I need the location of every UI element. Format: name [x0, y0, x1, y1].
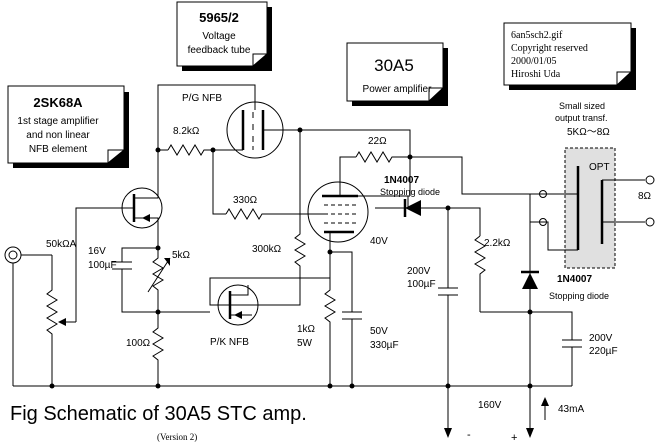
note-30a5-line-1: Power amplifier	[363, 84, 433, 95]
label-c200a-a: 200V	[407, 266, 431, 277]
capacitor-16v: 16V 100µF	[88, 246, 158, 313]
label-100: 100Ω	[126, 338, 151, 349]
label-minus: -	[467, 429, 471, 441]
input-jack	[4, 246, 52, 386]
label-d2-desc: Stopping diode	[549, 291, 609, 301]
wire-gate	[75, 207, 123, 322]
label-c50-a: 50V	[370, 326, 388, 337]
resistor-300k	[228, 130, 306, 306]
label-c200a-b: 100µF	[407, 279, 436, 290]
file-note-line-2: Copyright reserved	[511, 43, 588, 54]
wire-drain	[157, 149, 168, 180]
resistor-8k2	[167, 144, 224, 156]
label-volume: 50kΩA	[46, 239, 77, 250]
label-160v: 160V	[478, 400, 502, 411]
wire-cathode-cap	[330, 251, 353, 312]
output-terminal-1	[645, 175, 655, 185]
label-opt-b: output transf.	[555, 113, 608, 123]
label-c16-a: 16V	[88, 246, 106, 257]
label-2k2: 2.2kΩ	[484, 238, 511, 249]
resistor-100: 100Ω	[126, 312, 164, 386]
label-out-8: 8Ω	[638, 191, 652, 202]
output-terminal-2	[645, 217, 655, 227]
wire-opt-primary	[410, 156, 530, 195]
file-note-line-3: 2000/01/05	[511, 56, 557, 67]
label-plus: +	[511, 432, 517, 444]
wire-plate-out	[407, 195, 410, 208]
label-5w: 5W	[297, 338, 313, 349]
label-d1-desc: Stopping diode	[380, 187, 440, 197]
jfet-2sk68a	[121, 180, 163, 248]
opt-transformer: OPT Small sized output transf. 5KΩ～8Ω	[530, 101, 645, 269]
note-2sk68a-line-1: 1st stage amplifier	[17, 116, 99, 127]
diode-1: 1N4007 Stopping diode	[375, 175, 448, 217]
note-2sk68a-line-3: NFB element	[29, 144, 88, 155]
wire-screen	[339, 156, 356, 196]
note-2sk68a-line-2: and non linear	[26, 130, 90, 141]
note-5965-title: 5965/2	[199, 10, 239, 25]
note-5965-line-1: Voltage	[202, 31, 236, 42]
wire-2k2	[448, 207, 481, 236]
terminal-primary-1	[539, 190, 547, 198]
capacitor-50v: 50V 330µF	[342, 311, 399, 386]
label-8k2: 8.2kΩ	[173, 126, 200, 137]
wire-plate-bus	[300, 129, 411, 196]
resistor-1k-5w: 1kΩ 5W	[297, 252, 336, 386]
resistor-330	[225, 208, 310, 220]
wire-5965-cathode	[212, 150, 226, 215]
tube-30a5: 40V	[307, 181, 410, 260]
label-5k: 5kΩ	[172, 250, 191, 261]
note-2sk68a: 2SK68A 1st stage amplifier and non linea…	[7, 85, 129, 168]
wire-b-plus	[480, 311, 573, 340]
note-5965: 5965/2 Voltage feedback tube	[176, 1, 272, 71]
resistor-22	[355, 151, 410, 163]
wire-pg-nfb	[157, 84, 256, 150]
label-opt-a: Small sized	[559, 101, 605, 111]
file-note-line-4: Hiroshi Uda	[511, 69, 561, 80]
label-330: 330Ω	[233, 195, 258, 206]
resistor-5k: 5kΩ	[147, 248, 191, 312]
label-22: 22Ω	[368, 136, 387, 147]
note-2sk68a-title: 2SK68A	[33, 95, 83, 110]
label-opt-c: 5KΩ～8Ω	[567, 127, 610, 138]
resistor-2k2	[474, 235, 486, 312]
label-1k: 1kΩ	[297, 324, 316, 335]
label-300k: 300kΩ	[252, 244, 282, 255]
label-opt: OPT	[589, 162, 610, 173]
diode-2: 1N4007 Stopping diode	[521, 194, 609, 310]
note-30a5-title: 30A5	[374, 56, 414, 75]
terminal-primary-2	[539, 218, 547, 226]
label-d2-name: 1N4007	[557, 274, 592, 285]
figure-version: (Version 2)	[157, 432, 197, 442]
tube-5965	[224, 101, 300, 159]
label-40v: 40V	[370, 236, 388, 247]
label-pg-nfb: P/G NFB	[182, 93, 222, 104]
jfet-pk-nfb: P/K NFB	[209, 277, 330, 348]
label-c200b-a: 200V	[589, 333, 613, 344]
label-c16-b: 100µF	[88, 260, 117, 271]
figure-title: Fig Schematic of 30A5 STC amp.	[10, 403, 307, 425]
label-c50-b: 330µF	[370, 340, 399, 351]
capacitor-200v-100uf: 200V 100µF	[407, 208, 458, 425]
capacitor-200v-220uf: 200V 220µF	[562, 333, 618, 386]
label-c200b-b: 220µF	[589, 346, 618, 357]
label-d1-name: 1N4007	[384, 175, 419, 186]
label-pk-nfb: P/K NFB	[210, 337, 249, 348]
file-note-line-1: 6an5sch2.gif	[511, 30, 563, 41]
note-30a5: 30A5 Power amplifier	[346, 42, 448, 106]
label-43ma: 43mA	[558, 404, 584, 415]
note-5965-line-2: feedback tube	[188, 45, 251, 56]
volume-pot: 50kΩA	[46, 239, 77, 386]
supply-terminals: - + 160V 43mA	[444, 386, 584, 444]
file-note: 6an5sch2.gif Copyright reserved 2000/01/…	[503, 22, 636, 90]
